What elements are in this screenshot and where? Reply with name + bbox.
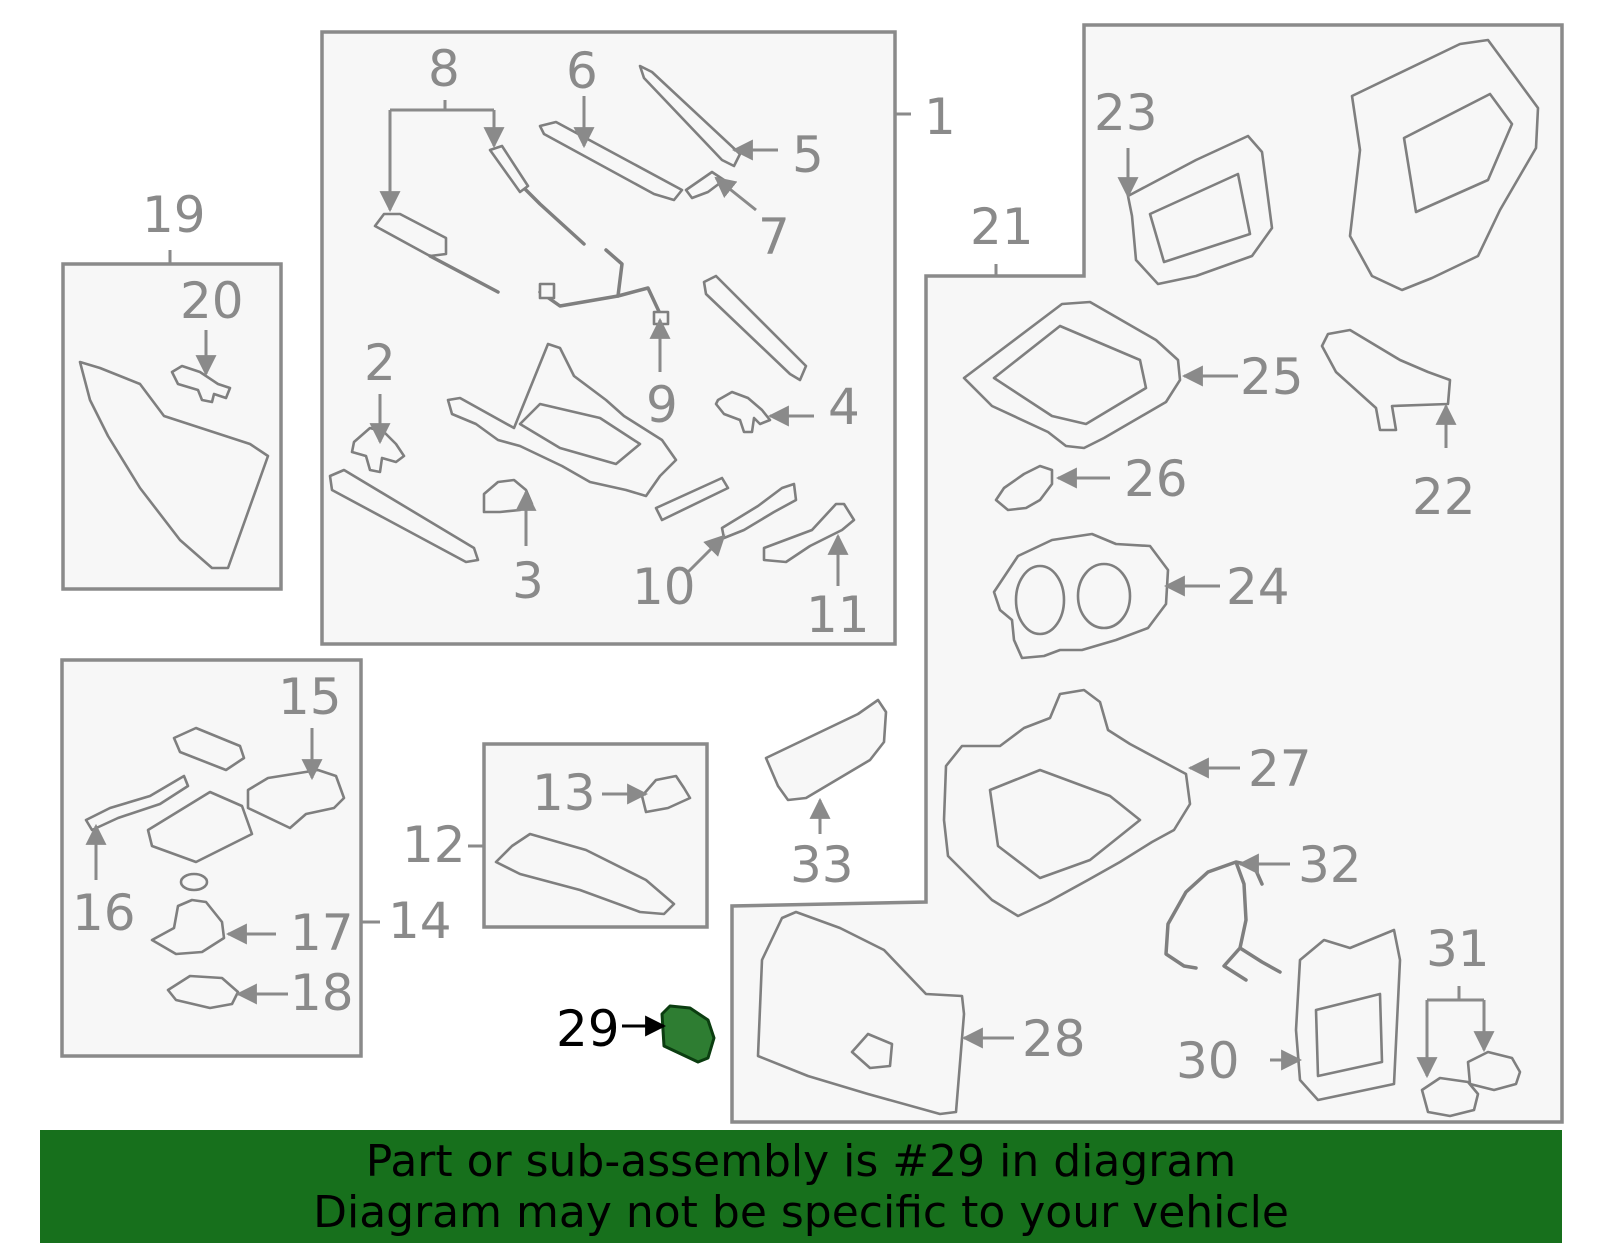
part-31-b — [1466, 1050, 1522, 1092]
callout-4: 4 — [828, 378, 860, 436]
part-28 — [756, 910, 966, 1116]
callout-6: 6 — [566, 42, 598, 100]
part-5 — [638, 64, 742, 168]
leader-lines — [85, 96, 1495, 1079]
callout-27: 27 — [1248, 740, 1312, 798]
part-26 — [994, 464, 1054, 512]
frame-group-12 — [482, 742, 709, 929]
callout-2: 2 — [364, 334, 396, 392]
part-33 — [764, 698, 888, 802]
part-9 — [538, 248, 670, 326]
part-15 — [246, 768, 346, 830]
callout-26: 26 — [1124, 450, 1188, 508]
callout-33: 33 — [790, 836, 854, 894]
part-31-a — [1420, 1076, 1480, 1118]
callout-14: 14 — [388, 892, 452, 950]
callout-18: 18 — [290, 964, 354, 1022]
callout-28: 28 — [1022, 1010, 1086, 1068]
part-18 — [166, 974, 240, 1010]
callout-22: 22 — [1412, 468, 1476, 526]
part-24-cup-a — [1014, 564, 1066, 636]
callout-17: 17 — [290, 904, 354, 962]
part-24-cup-b — [1076, 562, 1132, 630]
part-28-slot — [850, 1032, 894, 1070]
part-27-inner — [988, 768, 1142, 880]
callout-29: 29 — [556, 1000, 620, 1058]
callout-23: 23 — [1094, 84, 1158, 142]
callout-31: 31 — [1426, 920, 1490, 978]
info-banner: Part or sub-assembly is #29 in diagram D… — [40, 1130, 1562, 1243]
callout-8: 8 — [428, 40, 460, 98]
callout-24: 24 — [1226, 558, 1290, 616]
part-14-grommet — [179, 872, 209, 892]
callout-20: 20 — [180, 272, 244, 330]
callout-10: 10 — [632, 558, 696, 616]
part-32 — [1164, 860, 1282, 982]
part-30-inner — [1314, 992, 1384, 1078]
callout-11: 11 — [806, 586, 870, 644]
part-8-left — [373, 212, 500, 294]
part-14-tray — [146, 790, 254, 864]
callout-labels: 1 2 3 4 5 6 7 8 9 10 11 12 13 14 15 16 1… — [72, 40, 1490, 1090]
callout-21: 21 — [970, 198, 1034, 256]
part-12-armrest — [494, 832, 676, 916]
callout-5: 5 — [792, 126, 824, 184]
callout-9: 9 — [646, 376, 678, 434]
callout-7: 7 — [758, 208, 790, 266]
part-11 — [762, 502, 856, 564]
banner-line-1: Part or sub-assembly is #29 in diagram — [365, 1136, 1237, 1187]
part-19 — [78, 360, 270, 570]
callout-15: 15 — [278, 668, 342, 726]
part-22 — [1320, 328, 1452, 432]
part-17 — [150, 898, 226, 956]
part-23-inner — [1148, 172, 1252, 264]
part-29-highlighted[interactable] — [660, 1004, 716, 1064]
callout-30: 30 — [1176, 1032, 1240, 1090]
part-console-housing-screen — [1402, 92, 1514, 214]
part-25-inner — [992, 324, 1148, 426]
callout-1: 1 — [924, 88, 956, 146]
frame-group-1 — [320, 30, 897, 646]
callout-3: 3 — [512, 552, 544, 610]
callout-12: 12 — [402, 816, 466, 874]
callout-13: 13 — [532, 764, 596, 822]
callout-16: 16 — [72, 884, 136, 942]
part-13 — [640, 774, 692, 814]
part-console-right-rail — [702, 274, 808, 382]
callout-25: 25 — [1240, 348, 1304, 406]
part-console-left-strip — [328, 468, 480, 564]
part-console-bezel-inner — [518, 402, 642, 466]
part-10 — [720, 482, 798, 540]
part-4 — [714, 390, 772, 434]
part-14-cover — [172, 726, 246, 772]
callout-32: 32 — [1298, 836, 1362, 894]
banner-line-2: Diagram may not be specific to your vehi… — [313, 1187, 1289, 1238]
part-console-strip-mid — [654, 476, 730, 522]
callout-19: 19 — [142, 186, 206, 244]
